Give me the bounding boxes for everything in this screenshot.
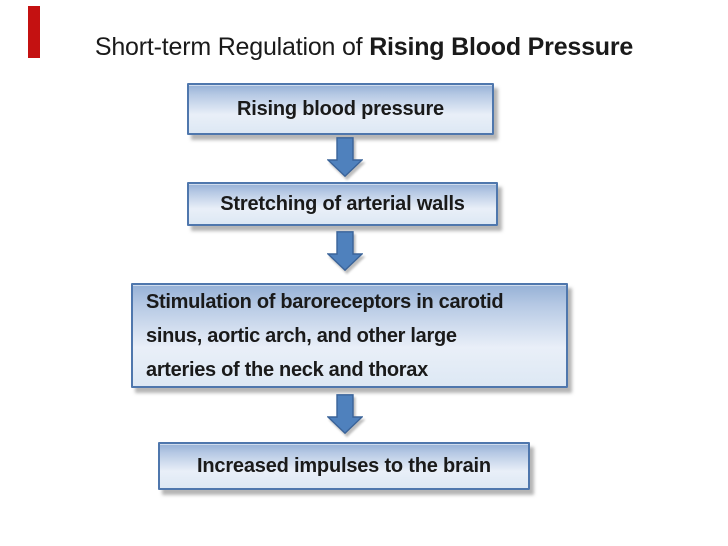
flow-box-label: Stretching of arterial walls	[220, 192, 465, 215]
flow-box-increased-impulses: Increased impulses to the brain	[158, 442, 530, 490]
arrow-down-icon	[327, 137, 363, 177]
flow-box-stretching-arterial-walls: Stretching of arterial walls	[187, 182, 498, 226]
slide-title: Short-term Regulation of Rising Blood Pr…	[0, 33, 728, 62]
flow-box-label: Rising blood pressure	[237, 97, 444, 120]
flow-box-label: Increased impulses to the brain	[197, 454, 491, 477]
flow-box-stimulation-baroreceptors: Stimulation of baroreceptors in carotid …	[131, 283, 568, 388]
slide-title-prefix: Short-term Regulation of	[94, 33, 370, 61]
arrow-down-icon	[327, 394, 363, 434]
flow-box-rising-blood-pressure: Rising blood pressure	[187, 83, 494, 135]
flow-box-label-line: arteries of the neck and thorax	[146, 358, 428, 381]
slide-title-emphasis: Rising Blood Pressure	[369, 33, 634, 61]
flow-box-label-line: sinus, aortic arch, and other large	[146, 324, 457, 347]
arrow-down-icon	[327, 231, 363, 271]
red-accent-bar	[28, 6, 40, 58]
flow-box-label-line: Stimulation of baroreceptors in carotid	[146, 290, 504, 313]
